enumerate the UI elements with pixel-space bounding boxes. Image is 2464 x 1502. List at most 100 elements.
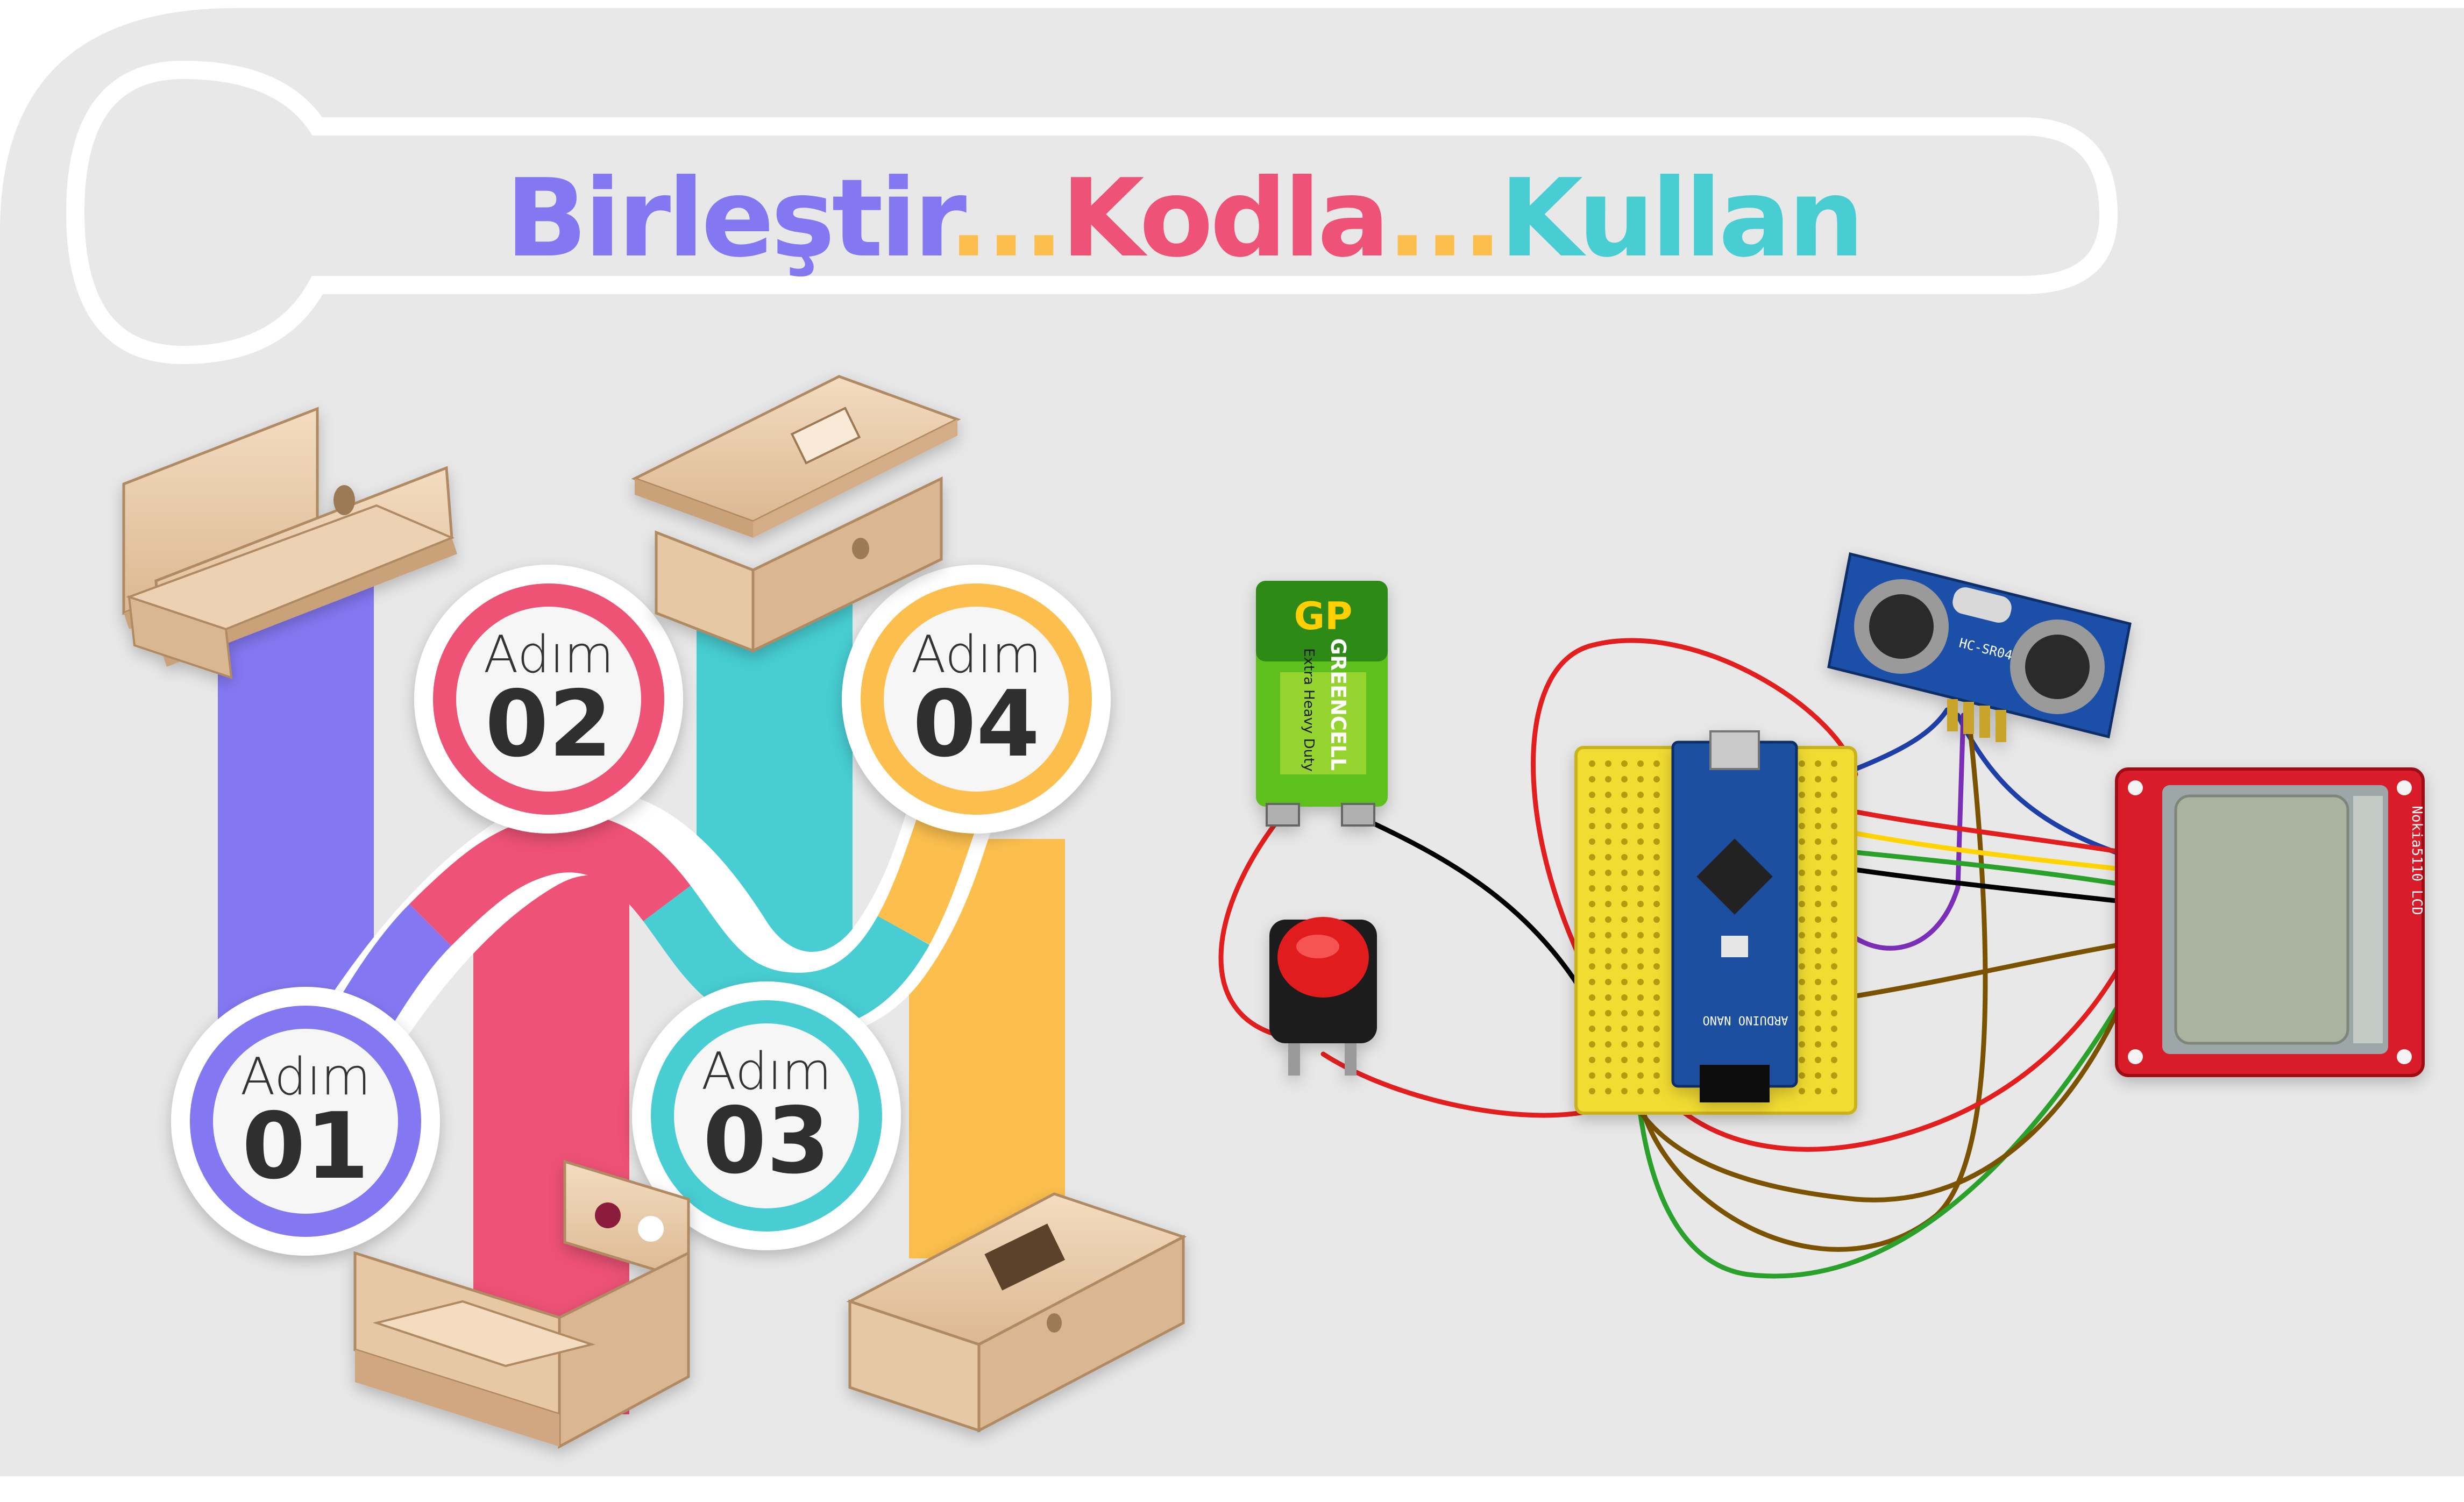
perfboard-hole [1831, 885, 1837, 892]
perfboard-hole [1637, 901, 1644, 907]
perfboard-hole [1653, 901, 1660, 907]
perfboard-hole [1653, 870, 1660, 876]
perfboard-hole [1621, 963, 1628, 970]
perfboard-hole [1815, 823, 1821, 829]
perfboard-hole [1815, 963, 1821, 970]
perfboard-hole [1653, 760, 1660, 767]
perfboard-hole [1589, 948, 1595, 954]
perfboard-hole [1621, 885, 1628, 892]
perfboard-hole [1831, 948, 1837, 954]
perfboard-hole [1815, 1057, 1821, 1063]
perfboard-hole [1815, 1072, 1821, 1079]
perfboard-hole [1653, 916, 1660, 923]
perfboard-hole [1605, 916, 1611, 923]
perfboard-hole [1815, 1010, 1821, 1016]
perfboard-hole [1653, 823, 1660, 829]
perfboard-hole [1637, 776, 1644, 782]
perfboard-hole [1621, 792, 1628, 798]
perfboard-hole [1815, 916, 1821, 923]
perfboard-hole [1831, 776, 1837, 782]
wood-closed-box-illustration [846, 1192, 1187, 1433]
perfboard-hole [1589, 807, 1595, 814]
perfboard-hole [1653, 1088, 1660, 1094]
perfboard-hole [1799, 1088, 1805, 1094]
perfboard-hole [1605, 854, 1611, 860]
perfboard-hole [1831, 963, 1837, 970]
perfboard-holes [1589, 760, 1837, 1094]
perfboard-hole [1637, 854, 1644, 860]
perfboard-hole [1653, 838, 1660, 845]
title-kodla: Kodla [1061, 156, 1387, 281]
perfboard-hole [1653, 1026, 1660, 1032]
perfboard-hole [1621, 776, 1628, 782]
perfboard-hole [1799, 916, 1805, 923]
perfboard-hole [1831, 807, 1837, 814]
perfboard-hole [1637, 1088, 1644, 1094]
perfboard-hole [1799, 823, 1805, 829]
perfboard-hole [1831, 932, 1837, 938]
perfboard-hole [1653, 792, 1660, 798]
perfboard-hole [1799, 1010, 1805, 1016]
perfboard-hole [1815, 870, 1821, 876]
perfboard-hole [1637, 948, 1644, 954]
perfboard-hole [1589, 792, 1595, 798]
bottom-strip [0, 1476, 2464, 1502]
perfboard-hole [1589, 901, 1595, 907]
perfboard-hole [1653, 1010, 1660, 1016]
step-02-number: 02 [485, 671, 613, 778]
perfboard-hole [1637, 932, 1644, 938]
perfboard-hole [1589, 1026, 1595, 1032]
perfboard-hole [1653, 854, 1660, 860]
perfboard-hole [1621, 854, 1628, 860]
perfboard-hole [1621, 994, 1628, 1001]
perfboard-hole [1799, 963, 1805, 970]
perfboard-hole [1799, 838, 1805, 845]
perfboard-hole [1605, 963, 1611, 970]
perfboard-hole [1653, 807, 1660, 814]
perfboard-hole [1621, 807, 1628, 814]
perfboard-hole [1815, 1088, 1821, 1094]
perfboard-hole [1605, 1088, 1611, 1094]
perfboard-hole [1815, 994, 1821, 1001]
perfboard-hole [1637, 838, 1644, 845]
perfboard-hole [1815, 760, 1821, 767]
step-04-label: Adım [911, 625, 1042, 685]
perfboard-hole [1799, 1072, 1805, 1079]
perfboard-hole [1637, 1010, 1644, 1016]
rocker-switch [1269, 917, 1377, 1076]
perfboard-hole [1653, 776, 1660, 782]
perfboard-hole [1799, 854, 1805, 860]
perfboard-hole [1637, 994, 1644, 1001]
perfboard-hole [1589, 1041, 1595, 1048]
perfboard-hole [1637, 760, 1644, 767]
perfboard-hole [1589, 1010, 1595, 1016]
perfboard-hole [1637, 963, 1644, 970]
lcd-label: Nokia5110 LCD [2409, 806, 2425, 915]
perfboard-hole [1799, 792, 1805, 798]
perfboard-hole [1637, 979, 1644, 985]
perfboard-hole [1831, 792, 1837, 798]
step-02-label: Adım [484, 625, 614, 685]
perfboard-hole [1831, 760, 1837, 767]
perfboard-hole [1831, 901, 1837, 907]
perfboard-hole [1589, 760, 1595, 767]
perfboard-hole [1831, 1088, 1837, 1094]
perfboard-hole [1831, 870, 1837, 876]
step-04 [842, 565, 1111, 834]
perfboard-hole [1605, 792, 1611, 798]
perfboard-hole [1799, 760, 1805, 767]
perfboard-hole [1799, 807, 1805, 814]
perfboard-hole [1621, 1072, 1628, 1079]
perfboard-hole [1799, 994, 1805, 1001]
perfboard-hole [1589, 1088, 1595, 1094]
perfboard-hole [1589, 776, 1595, 782]
perfboard-hole [1589, 870, 1595, 876]
perfboard-hole [1605, 932, 1611, 938]
perfboard-hole [1815, 979, 1821, 985]
perfboard-hole [1589, 1072, 1595, 1079]
step-03-number: 03 [703, 1088, 830, 1194]
perfboard-hole [1621, 901, 1628, 907]
perfboard-hole [1799, 932, 1805, 938]
perfboard-hole [1605, 1010, 1611, 1016]
